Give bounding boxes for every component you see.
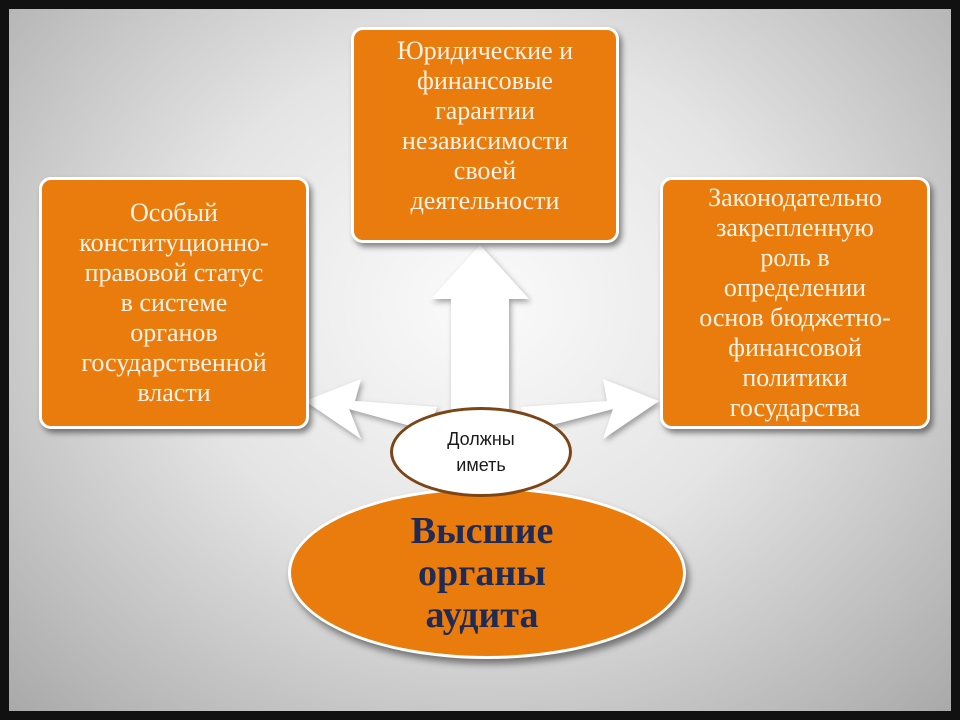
- right-box-label: Законодательно закрепленную роль в опред…: [699, 183, 891, 422]
- main-node-ellipse: Высшие органы аудита: [288, 487, 686, 659]
- left-box: Особый конституционно- правовой статус в…: [39, 177, 309, 429]
- right-box: Законодательно закрепленную роль в опред…: [660, 177, 930, 429]
- arrow-left: [305, 379, 437, 439]
- arrow-right: [521, 379, 659, 439]
- center-box: Юридические и финансовые гарантии незави…: [351, 27, 619, 243]
- center-box-label: Юридические и финансовые гарантии незави…: [396, 36, 574, 215]
- arrows-layer: [305, 245, 659, 439]
- main-node-label: Высшие органы аудита: [410, 510, 554, 636]
- left-box-label: Особый конституционно- правовой статус в…: [79, 198, 269, 407]
- connector-ellipse: Должны иметь: [390, 407, 572, 497]
- slide: Юридические и финансовые гарантии незави…: [9, 9, 951, 711]
- connector-label: Должны иметь: [447, 429, 515, 475]
- arrow-up: [431, 245, 529, 419]
